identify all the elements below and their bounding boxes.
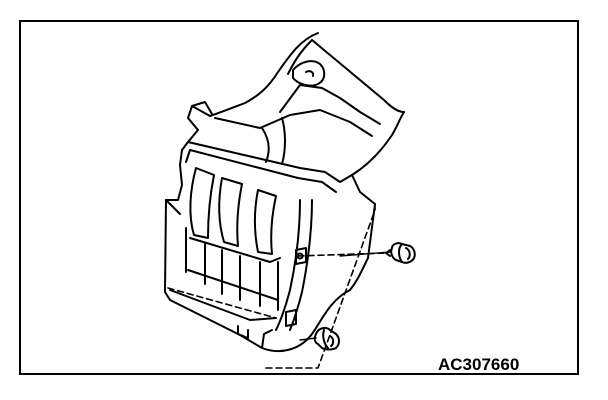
clip-fastener-lower-icon: [313, 326, 340, 351]
diagram-frame: [19, 20, 579, 375]
clip-fastener-upper-icon: [385, 242, 416, 264]
reference-code: AC307660: [438, 355, 520, 374]
fender-liner-icon: [164, 32, 405, 353]
